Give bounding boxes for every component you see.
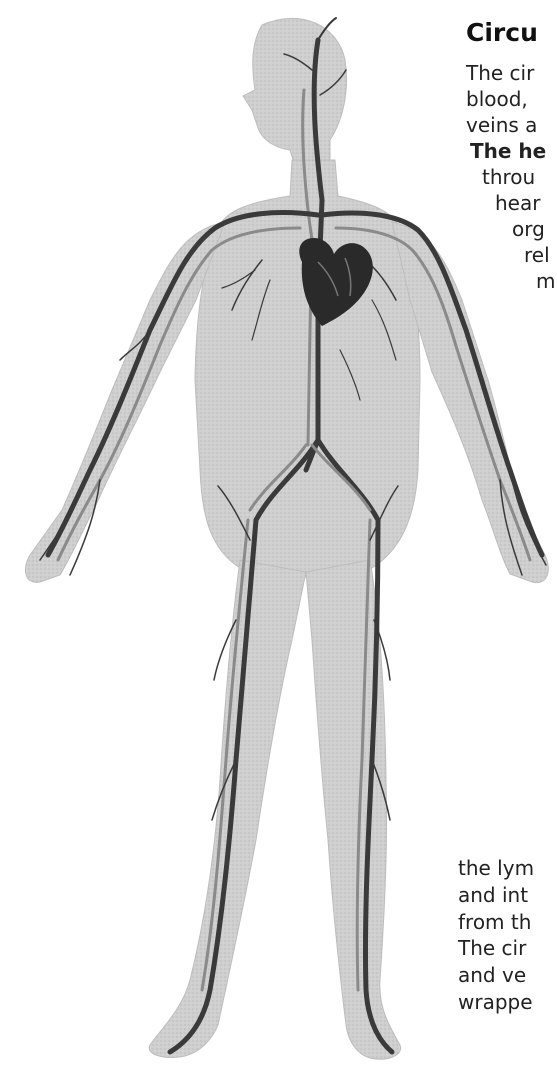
lymph-paragraph: the lym and int from th xyxy=(458,855,534,936)
vessels-paragraph: The cir and ve wrappe xyxy=(458,935,533,1016)
intro-paragraph: The cir blood, veins a The he throu hear… xyxy=(466,60,555,294)
text-line: m xyxy=(536,268,555,294)
text-line: rel xyxy=(524,242,555,268)
text-line: from th xyxy=(458,909,534,936)
text-line: throu xyxy=(482,164,555,190)
text-line: org xyxy=(512,216,555,242)
text-line: The cir xyxy=(466,60,555,86)
text-line: The cir xyxy=(458,935,533,962)
text-line: The he xyxy=(470,138,555,164)
text-line: wrappe xyxy=(458,989,533,1016)
text-line: the lym xyxy=(458,855,534,882)
text-line: hear xyxy=(495,190,555,216)
text-line: veins a xyxy=(466,112,555,138)
text-line: and int xyxy=(458,882,534,909)
text-line: blood, xyxy=(466,86,555,112)
page-title: Circu xyxy=(466,18,538,47)
text-line: and ve xyxy=(458,962,533,989)
